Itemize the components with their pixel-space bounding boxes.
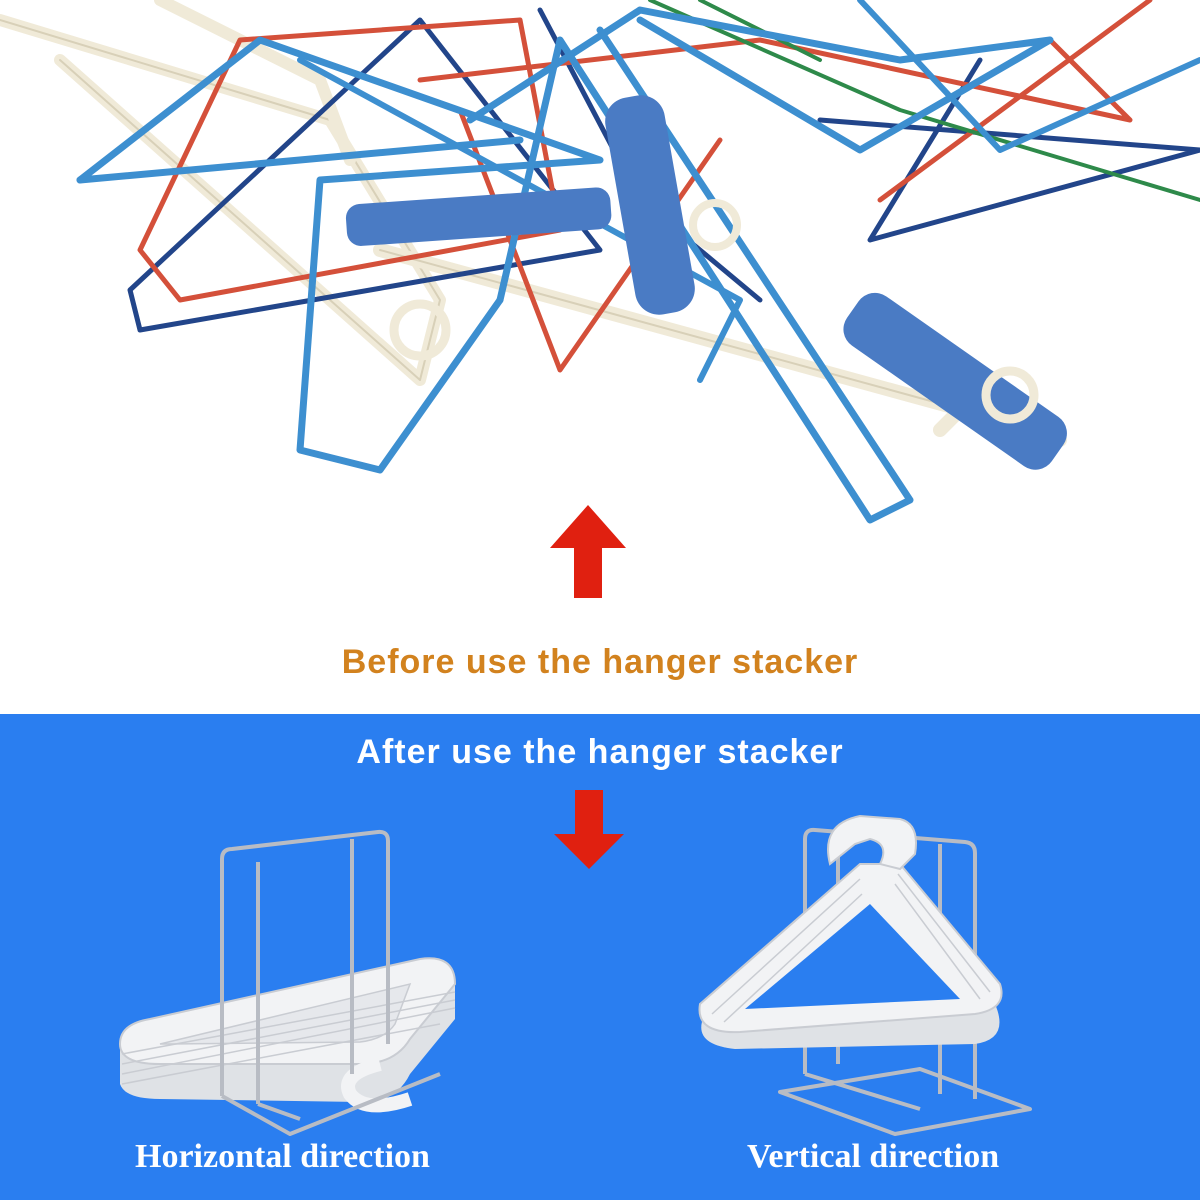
blue-hanger [76,36,604,474]
blue-hanger [76,136,524,184]
horizontal-stacker [118,829,457,1136]
down-arrow-icon [554,790,624,869]
horizontal-hanger-stack [118,957,457,1113]
hanger-hook [981,366,1039,424]
tangled-hangers-illustration [0,0,1200,598]
horizontal-rack [220,829,441,1136]
blue-hanger [857,0,1200,153]
hanger-hook [389,299,451,361]
vertical-stacker [698,814,1032,1136]
red-hanger [417,37,1133,123]
green-hanger [648,0,1200,202]
after-section: After use the hanger stacker [0,714,1200,1200]
red-hanger [877,0,1153,203]
stacked-hangers-illustration [118,790,1032,1136]
blue-hanger [466,6,1054,154]
before-section: Before use the hanger stacker [0,0,1200,681]
up-arrow-icon [550,505,626,598]
cream-hanger [154,0,356,166]
hanger-hook [689,199,741,251]
blue-plastic-arm [345,187,612,246]
vertical-direction-label: Vertical direction [747,1138,1000,1175]
vertical-hanger-stack [698,814,1003,1049]
blue-hanger [297,57,743,383]
navy-hanger [127,17,603,333]
before-caption: Before use the hanger stacker [341,643,859,681]
blue-hanger [496,26,914,524]
blue-plastic-arm [605,95,695,315]
blue-plastic-arm [843,292,1067,470]
plastic-hanger-pieces [345,95,1067,470]
after-caption: After use the hanger stacker [356,733,844,771]
horizontal-direction-label: Horizontal direction [135,1138,430,1175]
navy-hanger [817,57,1200,243]
